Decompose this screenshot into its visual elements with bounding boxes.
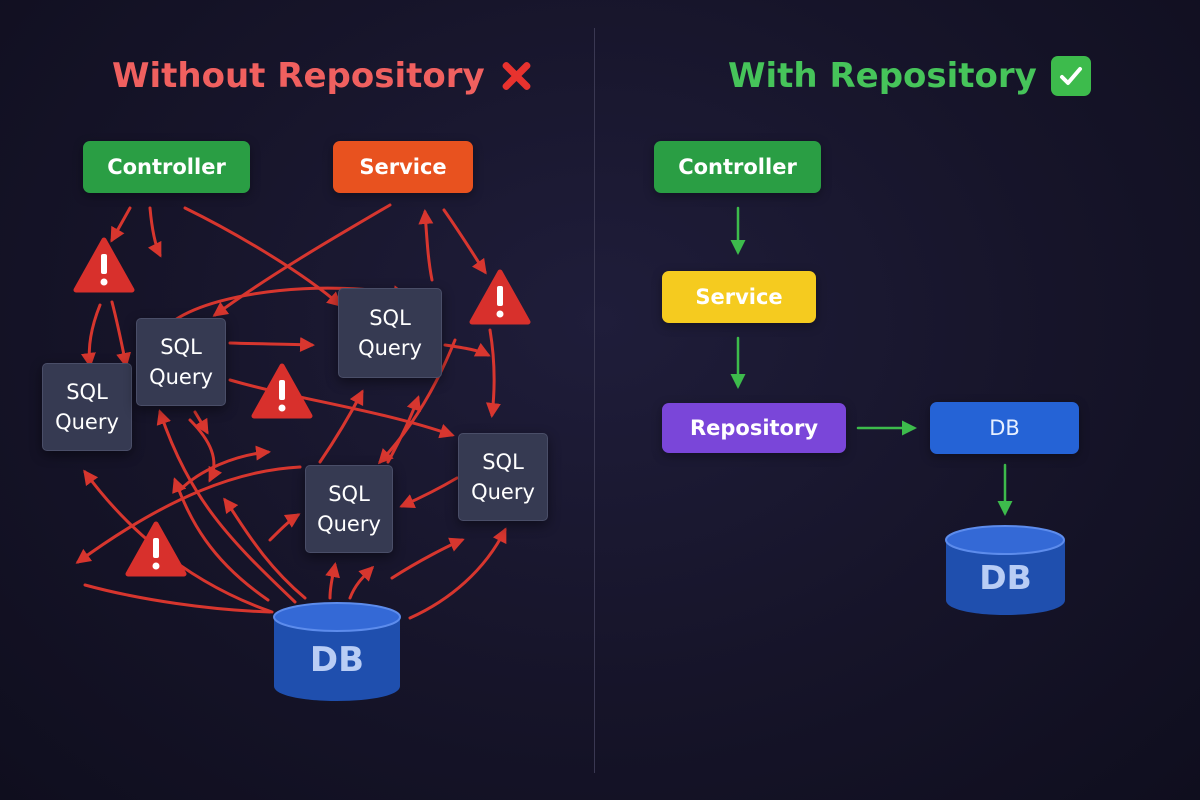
- right-controller-node: Controller: [654, 141, 821, 193]
- warning-icon: [469, 269, 531, 325]
- bad-arrow: [386, 395, 421, 464]
- with-repository-title: With Repository: [728, 56, 1037, 96]
- panel-divider: [594, 28, 595, 773]
- right-repository-node: Repository: [662, 403, 846, 453]
- warning-icon: [125, 521, 187, 577]
- sql-query-box: SQL Query: [458, 433, 548, 521]
- left-db-label: DB: [309, 640, 365, 680]
- bad-arrow: [325, 562, 340, 600]
- right-db-cylinder: [945, 525, 1065, 615]
- bad-arrow: [408, 527, 507, 620]
- query-label: Query: [471, 480, 535, 504]
- bad-arrow: [156, 409, 297, 604]
- left-controller-node: Controller: [83, 141, 250, 193]
- bad-arrow: [193, 410, 209, 435]
- bad-arrow: [442, 208, 487, 275]
- bad-arrow: [390, 537, 465, 580]
- right-db-box: DB: [930, 402, 1079, 454]
- bad-arrow: [110, 206, 132, 243]
- query-label: Query: [149, 365, 213, 389]
- query-label: Query: [55, 410, 119, 434]
- query-label: Query: [358, 336, 422, 360]
- sql-query-box: SQL Query: [136, 318, 226, 406]
- sql-label: SQL: [328, 482, 370, 506]
- bad-arrow: [228, 378, 455, 439]
- bad-arrow: [172, 477, 270, 602]
- query-label: Query: [317, 512, 381, 536]
- right-service-node: Service: [662, 271, 816, 323]
- bad-arrow: [223, 497, 307, 600]
- sql-label: SQL: [160, 335, 202, 359]
- with-repository-heading: With Repository: [728, 52, 1091, 100]
- warning-icon: [251, 363, 313, 419]
- without-repository-title: Without Repository: [112, 56, 485, 96]
- bad-arrow: [443, 342, 491, 357]
- sql-label: SQL: [369, 306, 411, 330]
- bad-arrow: [485, 328, 501, 418]
- bad-arrow: [348, 565, 375, 600]
- bad-arrow: [183, 206, 343, 307]
- bad-arrow: [377, 338, 457, 465]
- sql-label: SQL: [66, 380, 108, 404]
- bad-arrow: [188, 418, 223, 483]
- without-repository-heading: Without Repository: [112, 52, 533, 100]
- bad-arrow: [318, 389, 364, 464]
- left-db-cylinder: [273, 602, 401, 701]
- sql-query-box: SQL Query: [338, 288, 442, 378]
- bad-arrow: [268, 513, 301, 542]
- sql-query-box: SQL Query: [42, 363, 132, 451]
- sql-label: SQL: [482, 450, 524, 474]
- bad-arrow: [83, 583, 272, 614]
- bad-arrow: [75, 465, 302, 564]
- bad-arrow: [80, 303, 102, 368]
- bad-arrow: [110, 300, 132, 368]
- sql-query-box: SQL Query: [305, 465, 393, 553]
- bad-arrow: [212, 203, 392, 317]
- bad-arrow: [178, 445, 271, 492]
- warning-icon: [73, 237, 135, 293]
- bad-arrow: [418, 209, 434, 282]
- bad-arrow: [399, 476, 459, 508]
- bad-arrow: [228, 337, 315, 353]
- right-db-label: DB: [979, 558, 1032, 597]
- left-service-node: Service: [333, 141, 473, 193]
- bad-arrow: [147, 206, 162, 258]
- checkmark-icon: [1050, 56, 1091, 96]
